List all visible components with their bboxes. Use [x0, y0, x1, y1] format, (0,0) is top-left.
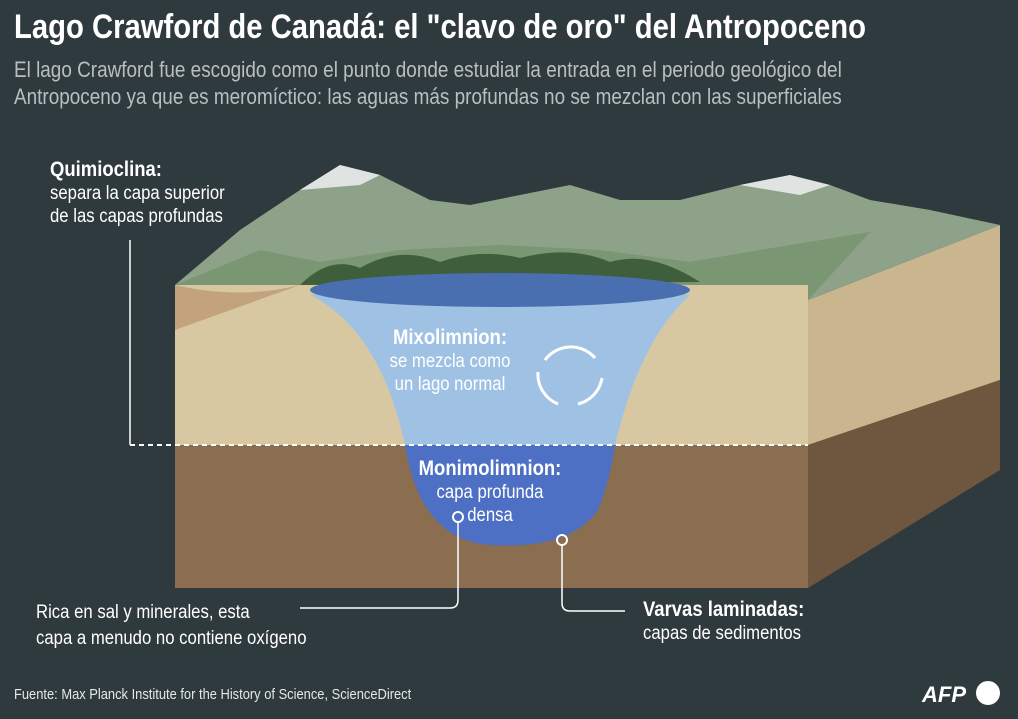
monimolimnion-leader	[300, 522, 459, 609]
block-side-upper	[808, 225, 1000, 445]
varves-text: capas de sedimentos	[643, 623, 802, 644]
monimolimnion-label: Monimolimnion: capa profunda densa	[393, 457, 587, 527]
salt-text: capa a menudo no contiene oxígeno	[36, 628, 307, 649]
subtitle-line: El lago Crawford fue escogido como el pu…	[14, 57, 842, 82]
varves-leader	[561, 545, 625, 612]
mixolimnion-text: un lago normal	[394, 374, 506, 395]
svg-text:AFP: AFP	[921, 682, 966, 707]
chemocline-text: separa la capa superior	[50, 183, 225, 204]
afp-logo: AFP	[921, 681, 1000, 707]
mixolimnion-label: Mixolimnion: se mezcla como un lago norm…	[353, 326, 547, 396]
salt-text: Rica en sal y minerales, esta	[36, 602, 250, 623]
mixolimnion-water	[310, 295, 690, 445]
mixolimnion-text: se mezcla como	[389, 351, 511, 372]
monimolimnion-text: densa	[467, 505, 513, 526]
monimolimnion-text: capa profunda	[436, 482, 544, 503]
varves-label: Varvas laminadas: capas de sedimentos	[643, 598, 804, 645]
subtitle-line: Antropoceno ya que es meromíctico: las a…	[14, 84, 842, 109]
chemocline-title: Quimioclina:	[50, 158, 162, 181]
mixing-cycle-icon	[536, 345, 604, 406]
page-subtitle: El lago Crawford fue escogido como el pu…	[14, 56, 842, 110]
source-credit: Fuente: Max Planck Institute for the His…	[14, 686, 412, 703]
page-title: Lago Crawford de Canadá: el "clavo de or…	[14, 8, 866, 46]
mixolimnion-title: Mixolimnion:	[393, 326, 507, 349]
monimolimnion-water	[405, 445, 615, 546]
chemocline-text: de las capas profundas	[50, 206, 223, 227]
varves-title: Varvas laminadas:	[643, 598, 805, 621]
monimolimnion-title: Monimolimnion:	[418, 457, 562, 480]
salt-label: Rica en sal y minerales, esta capa a men…	[36, 600, 307, 652]
lake-surface	[310, 273, 690, 307]
chemocline-label: Quimioclina: separa la capa superior de …	[50, 158, 225, 228]
block-side-lower	[808, 380, 1000, 588]
